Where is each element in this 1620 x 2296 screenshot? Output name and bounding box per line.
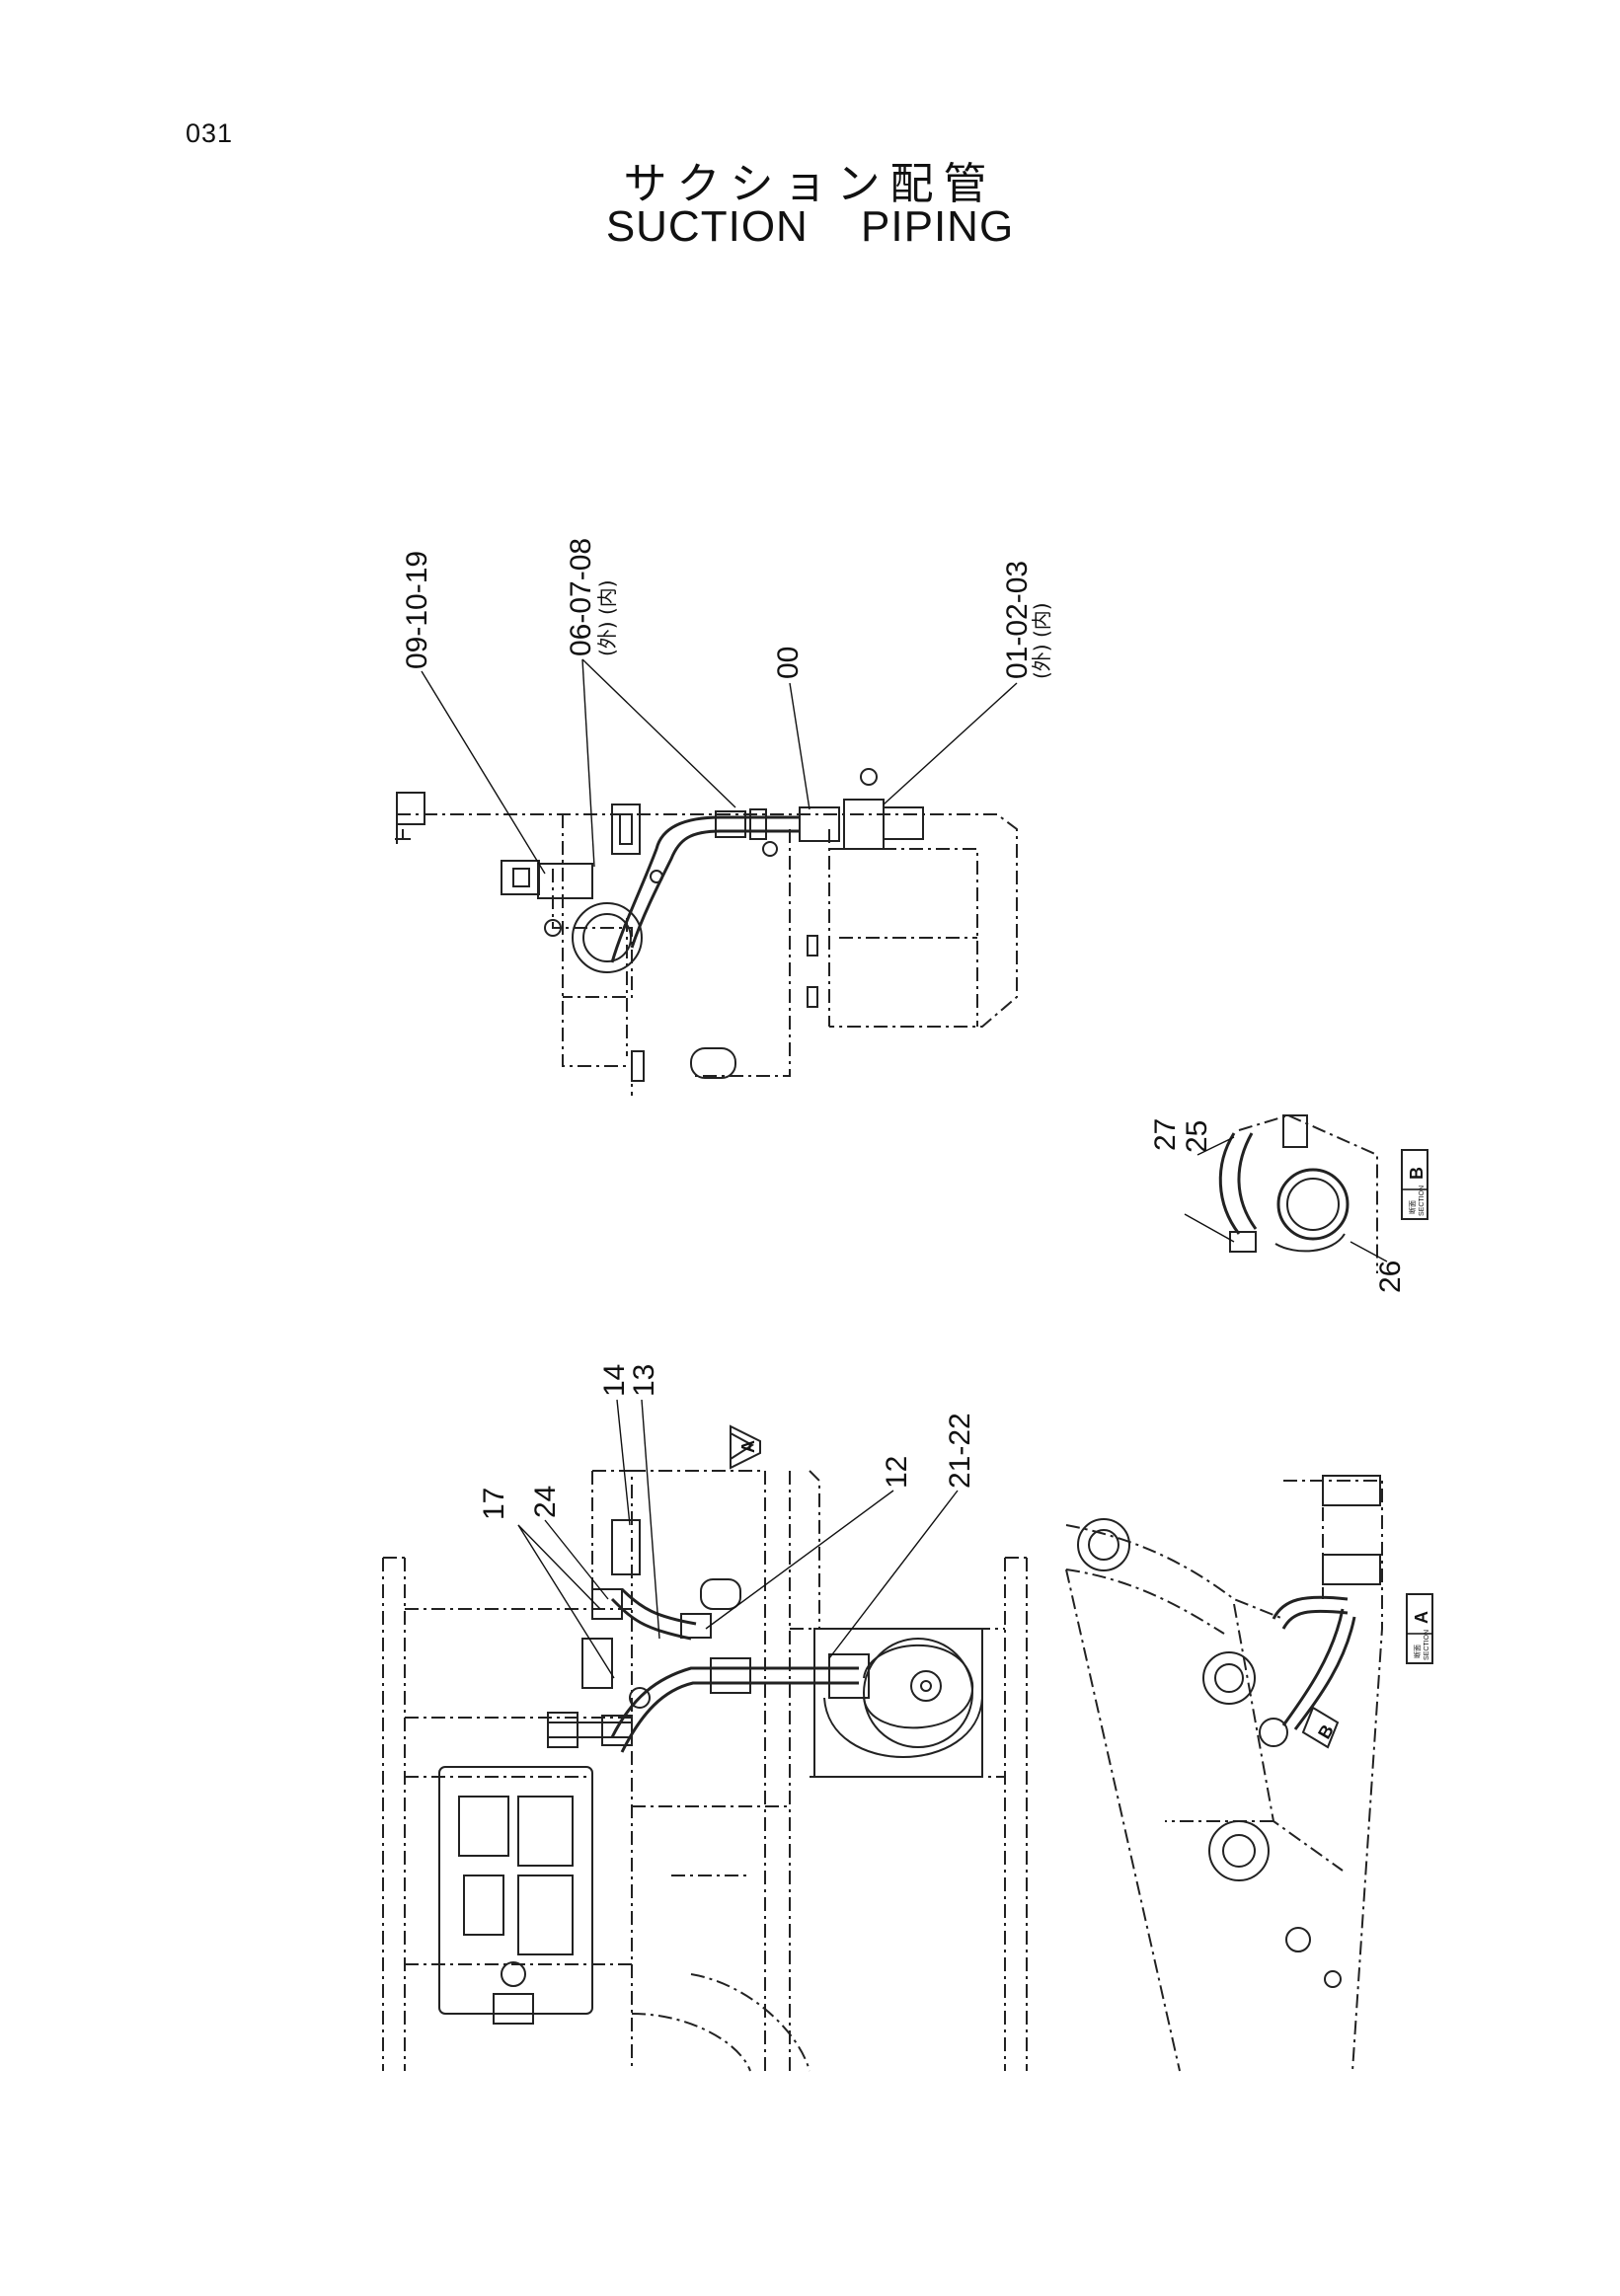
callout-01-02-03-note: (外) (内) <box>1030 602 1053 679</box>
section-a-view: B <box>1065 1475 1383 2072</box>
section-a-label: A <box>1412 1611 1431 1624</box>
lower-assembly-view <box>382 1470 1028 2072</box>
callout-00: 00 <box>772 647 805 679</box>
lower-leaders <box>517 1399 959 1679</box>
section-a-tag-en: SECTION <box>1424 1630 1430 1660</box>
section-b-tag-en: SECTION <box>1419 1186 1426 1216</box>
section-b-tag-jp: 断面 <box>1408 1200 1417 1214</box>
callout-13: 13 <box>628 1364 660 1397</box>
callout-26: 26 <box>1374 1261 1407 1293</box>
callout-14: 14 <box>598 1364 631 1397</box>
section-b-label: B <box>1407 1167 1427 1180</box>
section-a-tag: A 断面 SECTION <box>1406 1593 1433 1664</box>
callout-06-07-08-note: (外) (内) <box>595 579 619 656</box>
callout-06-07-08: 06-07-08 <box>565 538 597 656</box>
upper-assembly-view <box>395 768 1018 1096</box>
callout-21-22: 21-22 <box>944 1413 976 1489</box>
callout-24: 24 <box>529 1486 562 1518</box>
callout-01-02-03: 01-02-03 <box>1001 561 1034 679</box>
callout-17: 17 <box>478 1488 510 1520</box>
page-title-japanese: サクション配管 <box>623 159 997 209</box>
view-arrow-a-label: A <box>738 1440 758 1453</box>
upper-leaders <box>421 658 1018 875</box>
callout-09-10-19: 09-10-19 <box>401 551 433 669</box>
view-arrow-a: A <box>730 1424 761 1470</box>
section-a-tag-jp: 断面 <box>1413 1645 1422 1658</box>
view-arrow-b-label: B <box>1314 1722 1338 1742</box>
section-b-view <box>1184 1114 1388 1273</box>
section-b-tag: B 断面 SECTION <box>1401 1149 1428 1220</box>
callout-25: 25 <box>1181 1120 1213 1153</box>
callout-27: 27 <box>1149 1118 1182 1151</box>
page-number: 031 <box>186 118 234 148</box>
page-title-english: SUCTION PIPING <box>605 202 1015 251</box>
callout-12: 12 <box>881 1456 913 1489</box>
